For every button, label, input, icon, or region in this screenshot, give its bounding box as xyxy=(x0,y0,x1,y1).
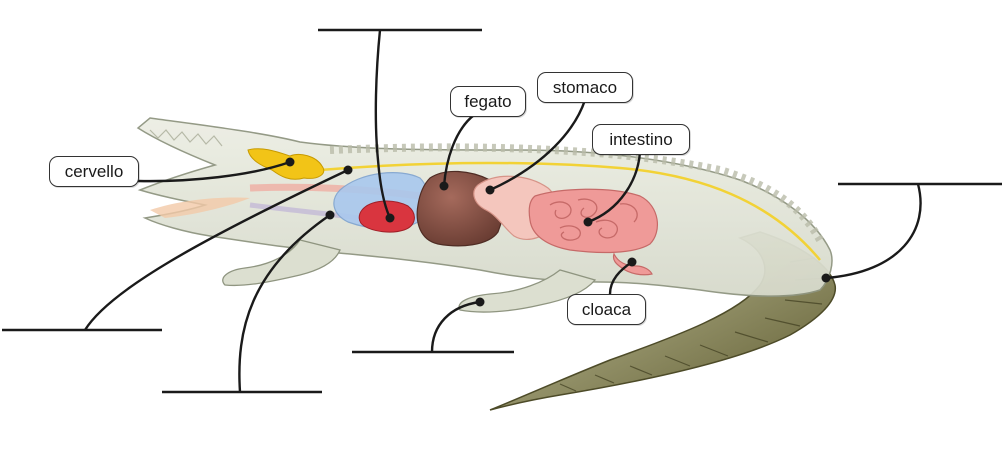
label-fegato: fegato xyxy=(450,86,526,117)
spinal-cord xyxy=(319,161,821,261)
leader-line-left-blank xyxy=(83,168,349,331)
dorsal-scales xyxy=(329,143,824,242)
leader-dots xyxy=(285,157,831,307)
intestine-loops xyxy=(549,198,638,241)
leader-line-fegato xyxy=(442,114,475,187)
leader-line-bottom-left-blank xyxy=(238,214,331,393)
label-cloaca: cloaca xyxy=(567,294,646,325)
label-stomaco: stomaco xyxy=(537,72,633,103)
label-intestino: intestino xyxy=(592,124,690,155)
leader-line-cervello xyxy=(137,160,291,183)
leader-line-stomaco xyxy=(489,99,587,192)
leader-line-intestino xyxy=(587,151,642,224)
rear-leg xyxy=(458,269,597,313)
leader-line-bottom-center-blank xyxy=(430,300,481,353)
front-leg xyxy=(222,239,341,287)
leader-lines xyxy=(83,29,922,393)
blank-answer-lines xyxy=(2,28,1002,394)
leader-line-top-blank xyxy=(374,29,392,219)
upper-jaw-teeth xyxy=(149,129,223,147)
leader-line-right-blank xyxy=(825,183,922,280)
label-cervello: cervello xyxy=(49,156,139,187)
mouth-opening xyxy=(150,197,250,218)
